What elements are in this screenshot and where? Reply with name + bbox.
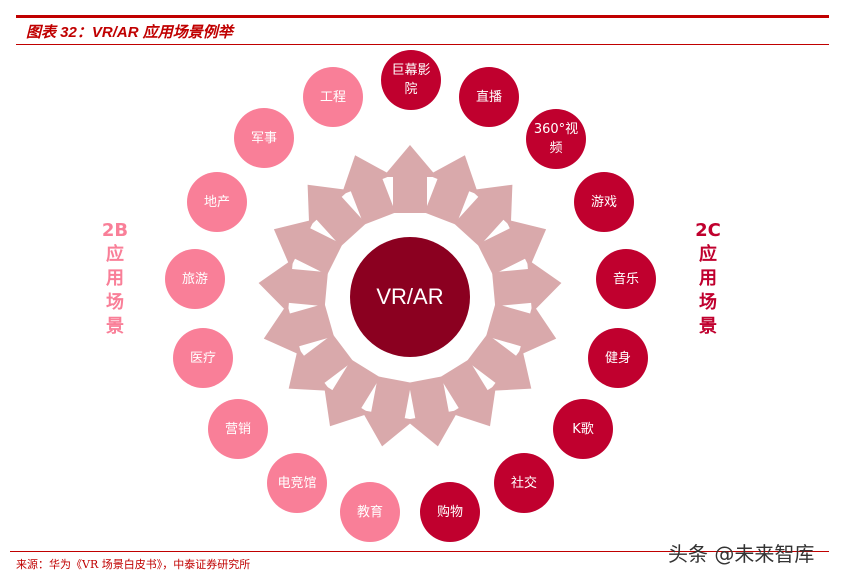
side-label-char: 应	[106, 244, 124, 265]
arrow-icon	[405, 376, 459, 447]
b2c-scenario-bubble: 游戏	[574, 172, 634, 232]
b2c-scenario-bubble: 360°视频	[526, 109, 586, 169]
b2b-scenario-bubble: 电竞馆	[267, 453, 327, 513]
header-bottom-rule	[16, 44, 829, 45]
side-label-char: 场	[699, 292, 717, 313]
center-node-vr-ar: VR/AR	[350, 237, 470, 357]
scenario-label: 电竞馆	[277, 475, 317, 491]
side-label-char: 用	[699, 268, 717, 289]
arrow-icon	[323, 359, 381, 427]
b2b-scenario-bubble: 工程	[303, 67, 363, 127]
b2b-scenario-bubble: 地产	[187, 172, 247, 232]
b2b-scenario-bubble: 教育	[340, 482, 400, 542]
label-2b-applications: 2B 应用场景	[100, 219, 130, 339]
scenario-label: 医疗	[189, 350, 216, 366]
b2b-scenario-bubble: 军事	[234, 108, 294, 168]
scenario-label: 360°视频	[533, 122, 579, 156]
watermark: 头条 @未来智库	[668, 542, 815, 566]
scenario-label: 健身	[604, 350, 631, 366]
side-label-char: 2C	[695, 220, 721, 241]
scenario-label: 音乐	[612, 271, 639, 287]
header-top-rule	[16, 15, 829, 18]
arrow-icon	[258, 259, 328, 313]
b2b-scenario-bubble: 旅游	[165, 249, 225, 309]
side-label-char: 景	[699, 316, 717, 337]
footer-rule	[10, 551, 829, 552]
side-label-char: 用	[106, 268, 124, 289]
scenario-label: 直播	[475, 89, 502, 105]
arrow-icon	[288, 334, 354, 391]
arrow-icon	[454, 184, 513, 247]
b2b-scenario-bubble: 医疗	[173, 328, 233, 388]
scenario-label: 购物	[436, 504, 463, 520]
scenario-label: 社交	[510, 475, 537, 491]
arrow-icon	[341, 155, 396, 225]
arrow-icon	[263, 303, 334, 356]
center-label: VR/AR	[376, 284, 444, 309]
b2c-scenario-bubble: 音乐	[596, 249, 656, 309]
side-label-char: 2B	[101, 220, 129, 241]
side-label-char: 应	[699, 244, 717, 265]
side-label-char: 景	[106, 316, 124, 337]
arrow-icon	[492, 259, 562, 313]
scenario-label: 营销	[224, 421, 251, 437]
arrow-icon	[424, 155, 479, 225]
scenario-label: 工程	[319, 89, 346, 105]
arrow-icon	[383, 145, 437, 213]
b2b-scenario-bubble: 营销	[208, 399, 268, 459]
b2c-scenario-bubble: 社交	[494, 453, 554, 513]
b2c-scenario-bubble: 巨幕影院	[381, 50, 441, 110]
scenario-label: 游戏	[590, 194, 617, 210]
figure-title: 图表 32：VR/AR 应用场景例举	[26, 24, 233, 41]
scenario-label: K歌	[572, 421, 594, 437]
scenario-label: 旅游	[181, 271, 208, 287]
arrow-icon	[307, 184, 366, 247]
label-2c-applications: 2C 应用场景	[693, 219, 723, 339]
arrow-icon	[466, 334, 532, 391]
scenario-label: 巨幕影院	[391, 63, 431, 97]
b2c-scenario-bubble: K歌	[553, 399, 613, 459]
arrow-icon	[273, 219, 343, 275]
arrow-icon	[439, 359, 497, 427]
b2c-scenario-bubble: 购物	[420, 482, 480, 542]
scenario-label: 军事	[250, 130, 277, 146]
b2c-scenario-bubble: 直播	[459, 67, 519, 127]
scenario-label: 教育	[356, 504, 383, 520]
source-note: 来源：华为《VR 场景白皮书》，中泰证券研究所	[16, 558, 251, 571]
scenario-label: 地产	[203, 194, 230, 210]
arrow-icon	[486, 303, 557, 356]
side-label-char: 场	[106, 292, 124, 313]
b2c-scenario-bubble: 健身	[588, 328, 648, 388]
arrow-icon	[361, 376, 415, 447]
